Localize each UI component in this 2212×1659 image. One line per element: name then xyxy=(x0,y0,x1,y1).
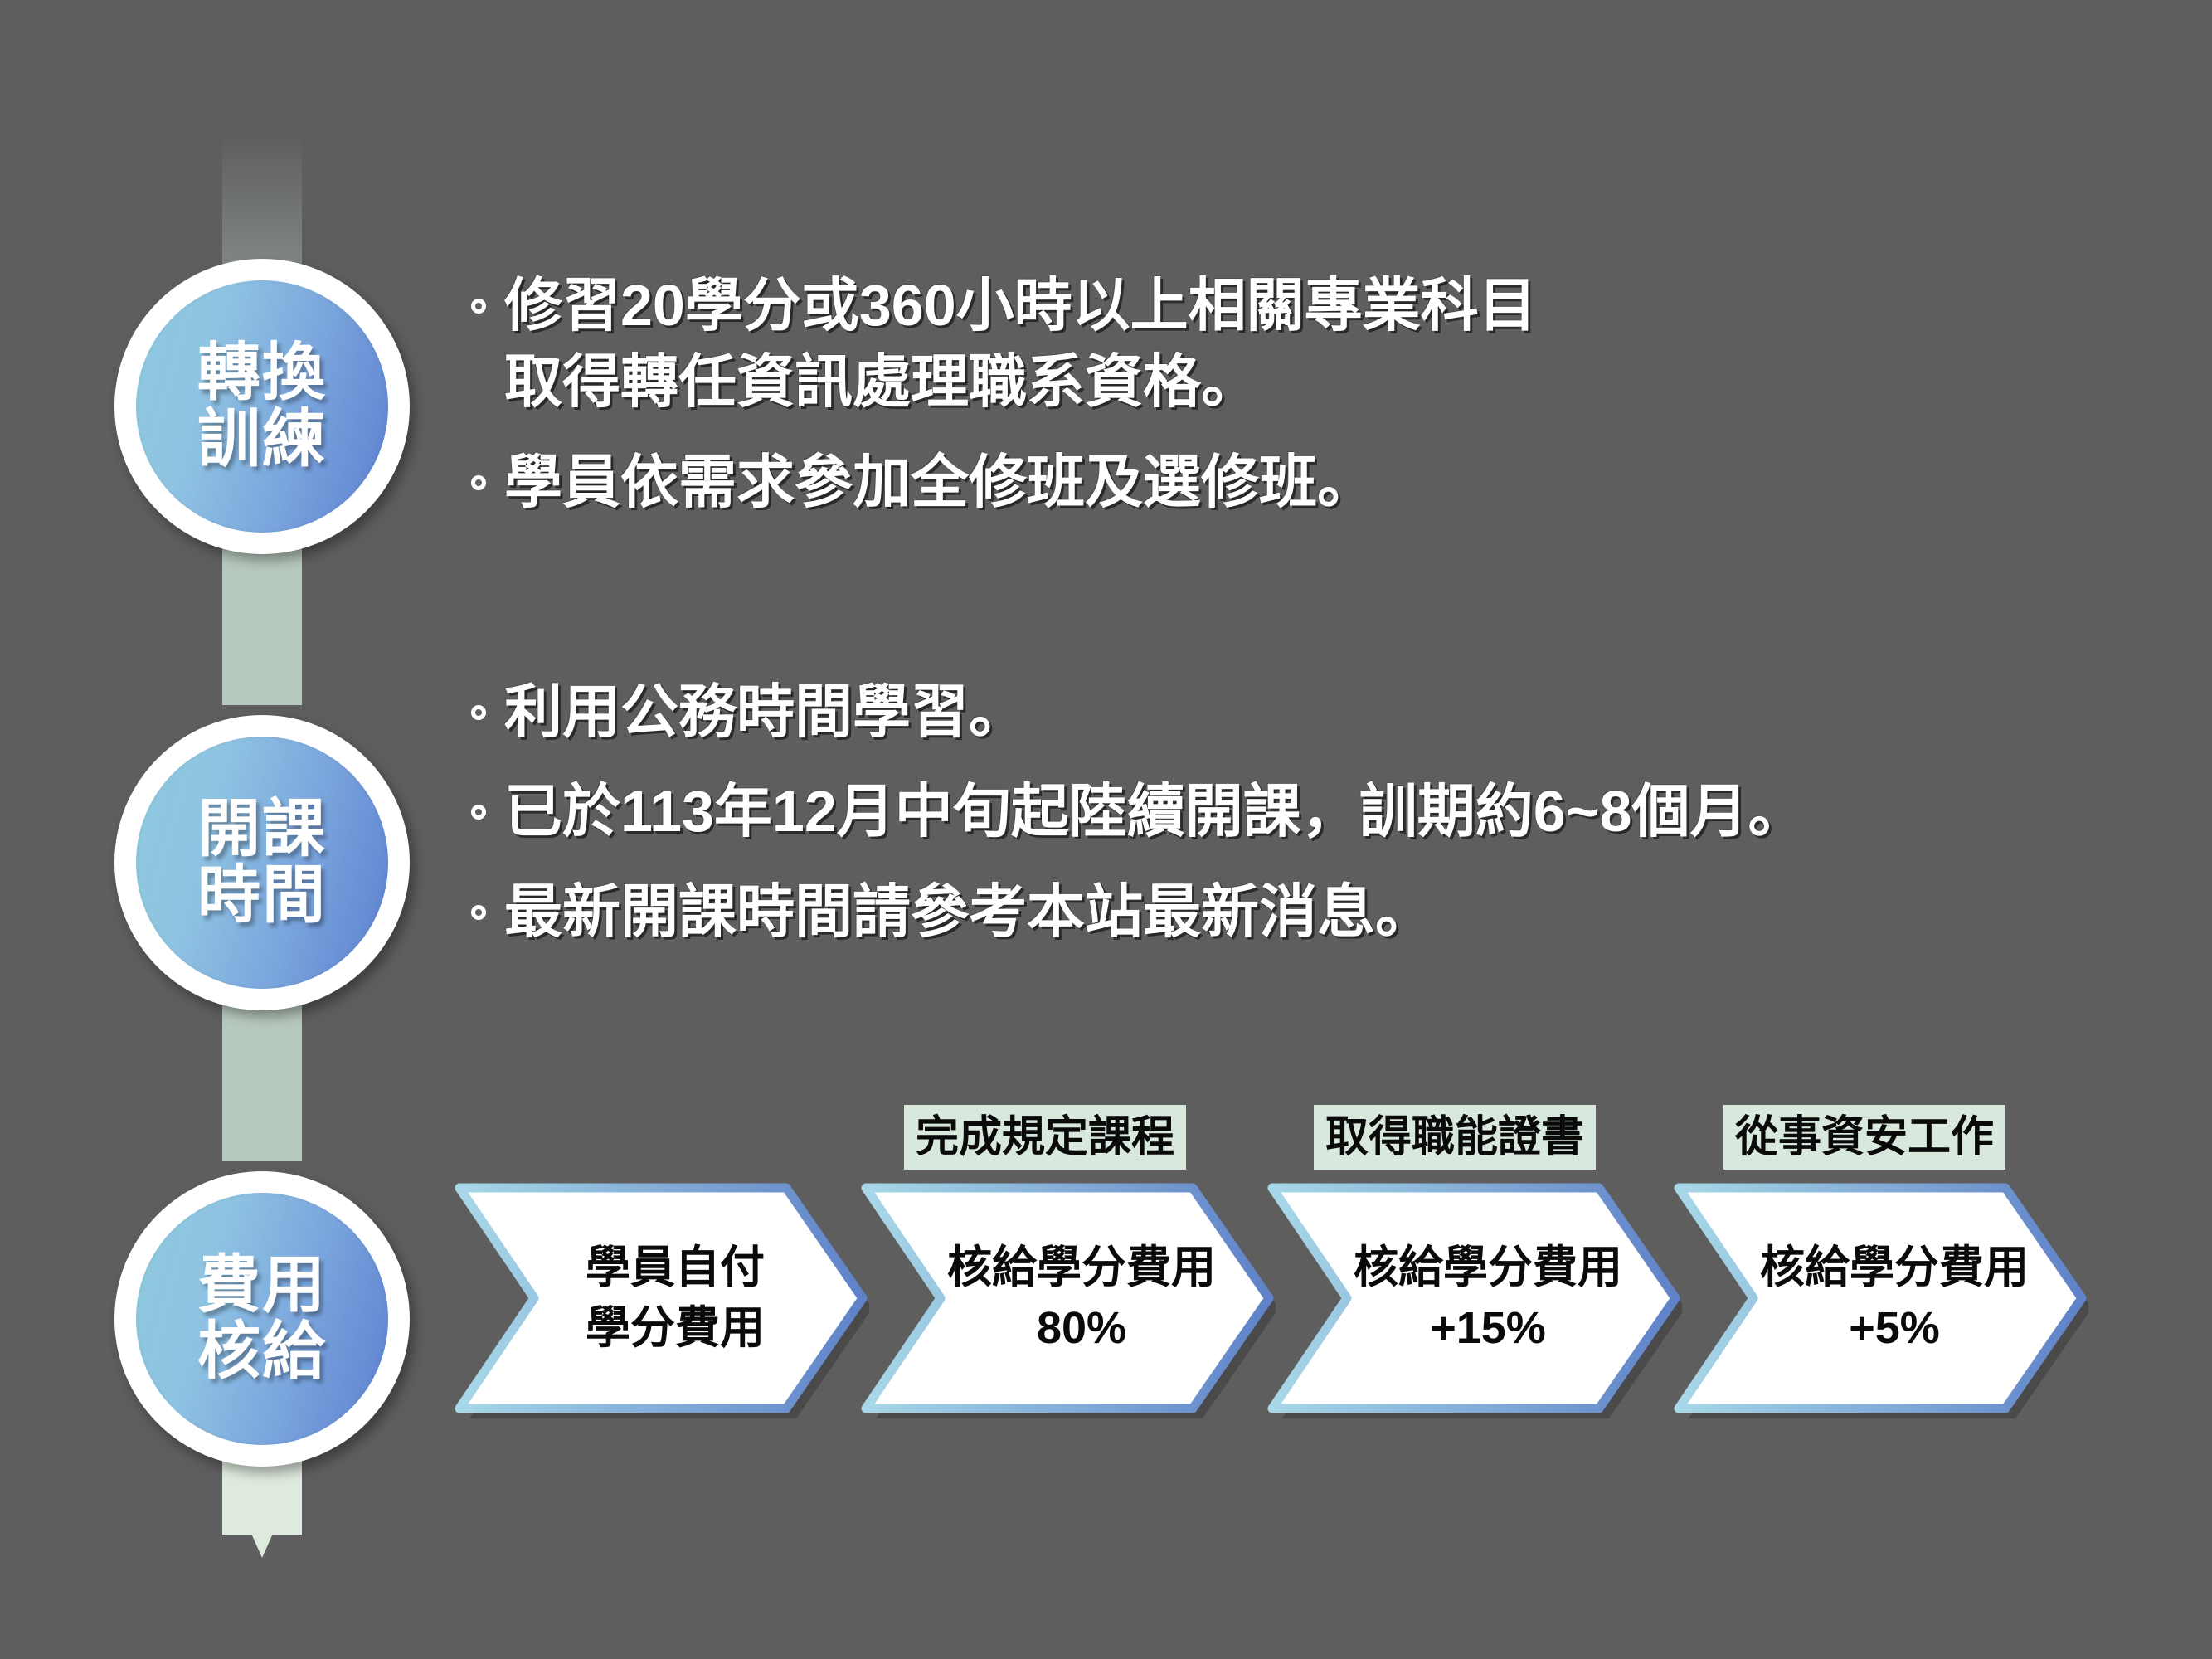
stage-circle-inner: 轉換 訓練 xyxy=(136,280,388,533)
bullet-text: 利用公務時間學習。 xyxy=(504,679,1027,744)
stage-label-line2: 核給 xyxy=(197,1316,327,1387)
bullet-dot-icon xyxy=(471,805,486,820)
stage-circle-fee-subsidy[interactable]: 費用 核給 xyxy=(114,1171,410,1467)
chevron-step-self-paid[interactable]: 學員自付 學分費用 xyxy=(455,1176,869,1420)
chevron-step-subsidy-plus-15[interactable]: 核給學分費用 +15% xyxy=(1267,1176,1682,1420)
chevron-shape-icon xyxy=(455,1183,869,1418)
bullet-text: 修習20學分或360小時以上相關專業科目 取得轉任資訊處理職系資格。 xyxy=(504,273,1537,415)
stage-label-line1: 轉換 xyxy=(197,338,327,409)
chevron-tag-security-work: 從事資安工作 xyxy=(1723,1105,2006,1170)
stage-circle-inner: 開課 時間 xyxy=(136,737,388,989)
bullet-dot-icon xyxy=(471,474,486,490)
bullet-list-course-schedule: 利用公務時間學習。 已於113年12月中旬起陸續開課，訓期約6~8個月。 最新開… xyxy=(471,674,1806,973)
bullet-text: 最新開課時間請參考本站最新消息。 xyxy=(504,878,1433,944)
list-item: 修習20學分或360小時以上相關專業科目 取得轉任資訊處理職系資格。 xyxy=(471,267,1537,421)
chevron-step-subsidy-80[interactable]: 核給學分費用 80% xyxy=(861,1176,1276,1420)
connector-arrow-head-icon xyxy=(222,1468,302,1558)
chevron-tag-completed-course: 完成規定課程 xyxy=(904,1105,1187,1170)
stage-label-line2: 訓練 xyxy=(197,404,327,474)
list-item: 最新開課時間請參考本站最新消息。 xyxy=(471,873,1806,950)
stage-circle-inner: 費用 核給 xyxy=(136,1193,388,1445)
stage-circle-conversion-training[interactable]: 轉換 訓練 xyxy=(114,259,410,554)
bullet-text: 已於113年12月中旬起陸續開課，訓期約6~8個月。 xyxy=(504,779,1806,844)
chevron-tag-obtained-certificate: 取得職能證書 xyxy=(1314,1105,1597,1170)
chevron-step-subsidy-plus-5[interactable]: 核給學分費用 +5% xyxy=(1674,1176,2088,1420)
list-item: 已於113年12月中旬起陸續開課，訓期約6~8個月。 xyxy=(471,773,1806,849)
stage-circle-course-schedule[interactable]: 開課 時間 xyxy=(114,715,410,1010)
chevron-shape-icon xyxy=(861,1183,1276,1418)
stage-label-line1: 費用 xyxy=(197,1250,327,1321)
chevron-shape-icon xyxy=(1267,1183,1682,1418)
bullet-dot-icon xyxy=(471,705,486,720)
chevron-shape-icon xyxy=(1674,1183,2088,1418)
stage-label-line1: 開課 xyxy=(197,794,327,865)
bullet-list-conversion-training: 修習20學分或360小時以上相關專業科目 取得轉任資訊處理職系資格。 學員依需求… xyxy=(471,267,1537,543)
bullet-text: 學員依需求參加全修班及選修班。 xyxy=(504,449,1375,514)
process-flow-chevron-row: 學員自付 學分費用 核給學分費用 80% xyxy=(455,1176,2163,1425)
stage-label-line2: 時間 xyxy=(197,860,327,931)
bullet-dot-icon xyxy=(471,299,486,314)
list-item: 學員依需求參加全修班及選修班。 xyxy=(471,444,1537,520)
bullet-dot-icon xyxy=(471,904,486,920)
list-item: 利用公務時間學習。 xyxy=(471,674,1806,750)
